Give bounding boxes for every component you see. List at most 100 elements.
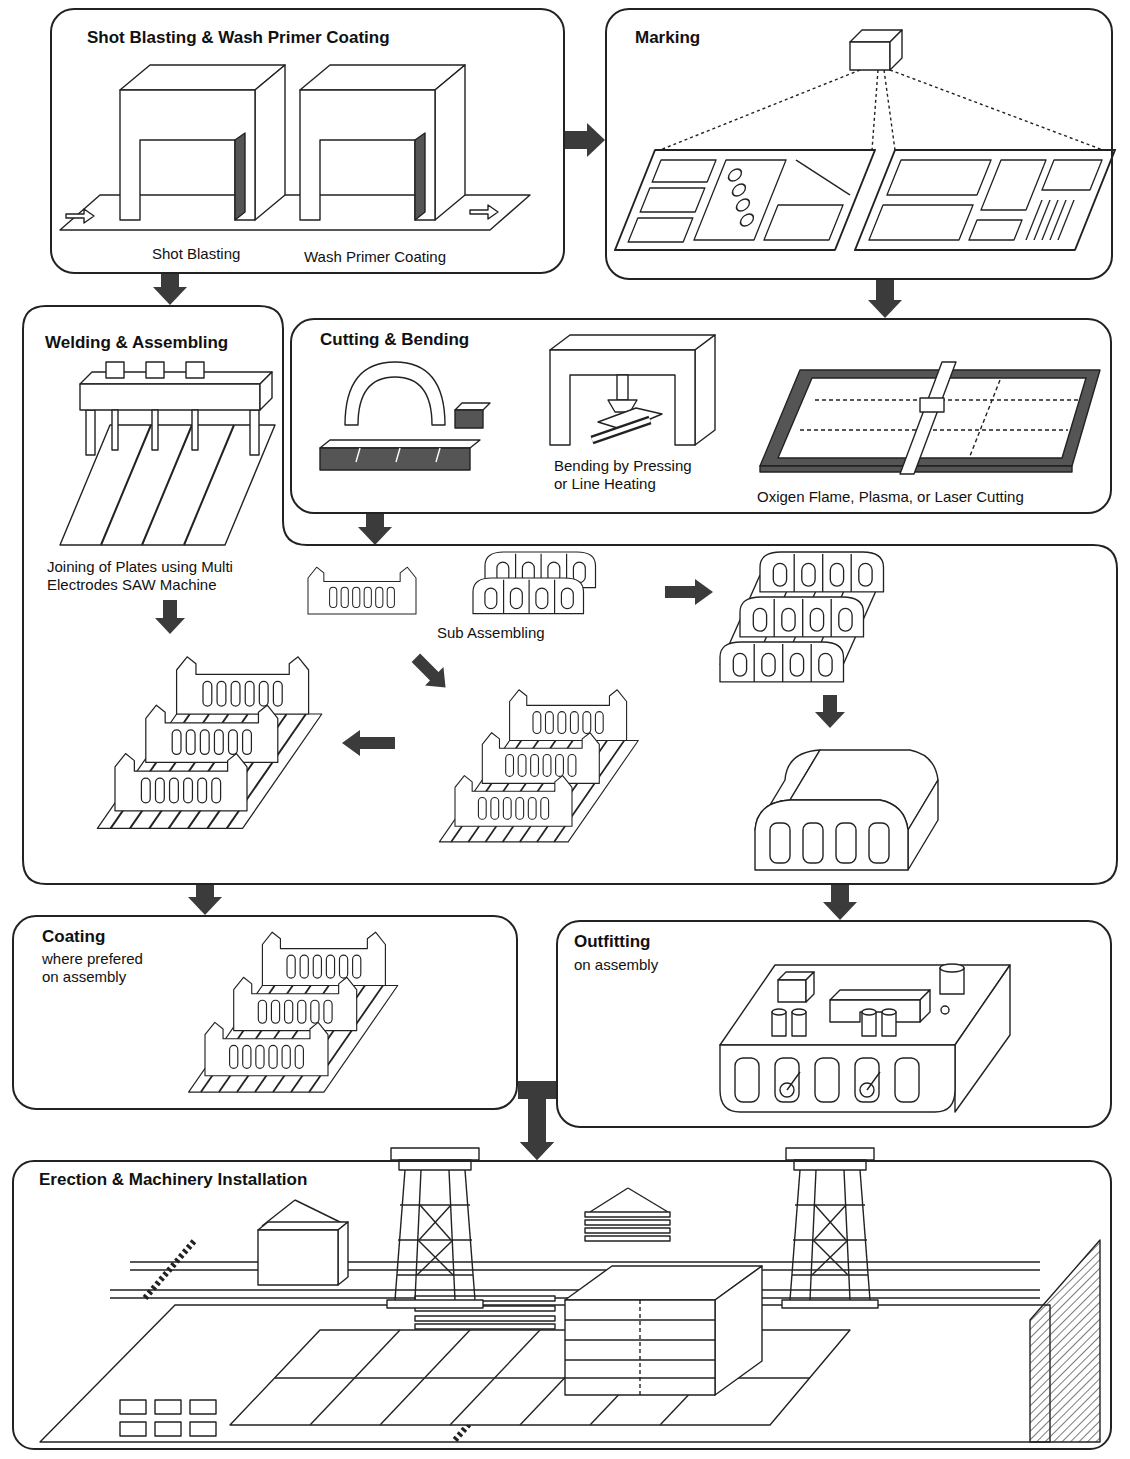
- saw-machine-figure: [260, 372, 272, 410]
- marking-figure: [850, 42, 890, 70]
- flow-arrow: [831, 885, 849, 902]
- saw-machine-figure: [192, 410, 198, 450]
- marking-figure: [855, 150, 1115, 250]
- marking-figure: [764, 205, 843, 240]
- saw-machine-figure: [250, 410, 259, 455]
- sub-assembly-figure: [439, 690, 638, 842]
- sub-assembly-figure: [97, 657, 321, 829]
- outfitted-block-figure: [867, 1072, 880, 1090]
- cutting-bending-figure: [455, 403, 490, 410]
- saw-machine-figure: [152, 410, 158, 450]
- dock-erection-figure: [110, 1289, 1040, 1290]
- step-caption: where prefered on assembly: [42, 950, 154, 986]
- sub-assembly-figure: [803, 823, 823, 863]
- cutting-bending-figure: [320, 440, 480, 448]
- cutting-bending-figure: [396, 448, 400, 462]
- marking-figure: [1042, 200, 1058, 240]
- sub-assembly-figure: [770, 823, 790, 863]
- marking-figure: [615, 150, 875, 250]
- marking-figure: [640, 188, 705, 212]
- sub-assembly-figure: [740, 597, 864, 637]
- flow-arrow: [565, 131, 587, 149]
- cutting-bending-figure: [345, 362, 445, 425]
- outfitted-block-figure: [720, 964, 1010, 1112]
- sub-assembly-figure: [407, 649, 455, 697]
- marking-figure: [887, 160, 991, 195]
- process-panel: Cutting & BendingBending by Pressing or …: [290, 318, 1112, 514]
- dock-erection-figure: [145, 1240, 195, 1298]
- sub-assembly-figure: [342, 730, 395, 756]
- sub-assembly-figure: [869, 823, 889, 863]
- dock-erection-figure: [155, 1422, 181, 1436]
- dock-erection-figure: [585, 1220, 670, 1225]
- dock-erection-figure: [380, 1330, 470, 1425]
- dock-erection-figure: [258, 1222, 348, 1230]
- sub-assembly-figure: [755, 800, 908, 870]
- panel-heading: Welding & Assembling: [45, 333, 228, 353]
- region-outline: [22, 305, 1118, 885]
- marking-figure: [1042, 160, 1102, 190]
- outfitted-block-figure: [855, 1058, 879, 1102]
- outfitted-block-figure: [735, 1058, 759, 1102]
- panel-heading: Shot Blasting & Wash Primer Coating: [87, 28, 390, 48]
- saw-machine-figure: [146, 362, 164, 378]
- outfitted-block-figure: [940, 964, 964, 972]
- marking-figure: [782, 160, 864, 195]
- saw-machine-figure: [60, 362, 275, 545]
- dock-erection-figure: [565, 1319, 715, 1320]
- step-caption: on assembly: [574, 956, 658, 974]
- cutting-bending-figure: [920, 398, 944, 412]
- outfitted-block-figure: [792, 1009, 806, 1015]
- marking-figure: [615, 150, 1115, 250]
- blasting-line-figure: [120, 65, 285, 220]
- sub-assembly-figure: [908, 780, 938, 870]
- dock-erection-figure: [639, 1300, 640, 1395]
- sub-assembly-figure: [97, 552, 938, 870]
- step-caption: Wash Primer Coating: [304, 248, 446, 266]
- flow-arrow: [196, 885, 214, 897]
- cutting-bending-figure: [320, 335, 1100, 474]
- dock-erection-figure: [450, 1330, 540, 1425]
- cutting-bending-figure: [592, 420, 650, 440]
- marking-figure: [660, 70, 1103, 150]
- cutting-bending-figure: [550, 350, 695, 445]
- marking-figure: [628, 218, 693, 242]
- process-panel: Shot Blasting & Wash Primer CoatingShot …: [50, 8, 565, 274]
- panel-heading: Outfitting: [574, 932, 650, 952]
- flow-arrow: [366, 514, 384, 527]
- outfitted-block-figure: [941, 1006, 949, 1014]
- blasting-line-figure: [300, 65, 465, 220]
- outfitted-block-figure: [806, 972, 814, 1002]
- cutting-bending-figure: [617, 375, 628, 400]
- outfitted-block-figure: [787, 1072, 800, 1090]
- marking-figure: [652, 160, 716, 182]
- sub-assembly-figure: [720, 642, 844, 682]
- cutting-bending-figure: [455, 410, 483, 428]
- cutting-bending-figure: [800, 429, 1068, 430]
- sub-assembly-figure: [407, 649, 455, 697]
- marking-figure: [969, 220, 1022, 240]
- saw-machine-figure: [112, 410, 118, 450]
- coated-assembly-figure: [189, 932, 398, 1092]
- blasting-line-figure: [66, 209, 94, 223]
- outfitted-block-figure: [895, 1058, 919, 1102]
- sub-assembly-figure: [836, 823, 856, 863]
- saw-machine-figure: [186, 362, 204, 378]
- marking-figure: [739, 214, 756, 226]
- marking-figure: [890, 70, 1103, 150]
- sub-assembly-figure: [760, 552, 884, 592]
- process-region: Welding & AssemblingJoining of Plates us…: [22, 305, 1118, 885]
- cutting-bending-figure: [695, 335, 715, 445]
- dock-erection-figure: [387, 1148, 483, 1308]
- marking-figure: [727, 169, 744, 181]
- dock-erection-figure: [120, 1422, 146, 1436]
- saw-machine-figure: [106, 362, 124, 378]
- outfitted-block-figure: [720, 1045, 955, 1112]
- outfitted-block-figure: [862, 1009, 876, 1015]
- flow-arrow: [876, 280, 894, 300]
- marking-figure: [872, 70, 878, 150]
- sub-assembly-figure: [155, 600, 185, 634]
- step-caption: Joining of Plates using Multi Electrodes…: [47, 558, 279, 594]
